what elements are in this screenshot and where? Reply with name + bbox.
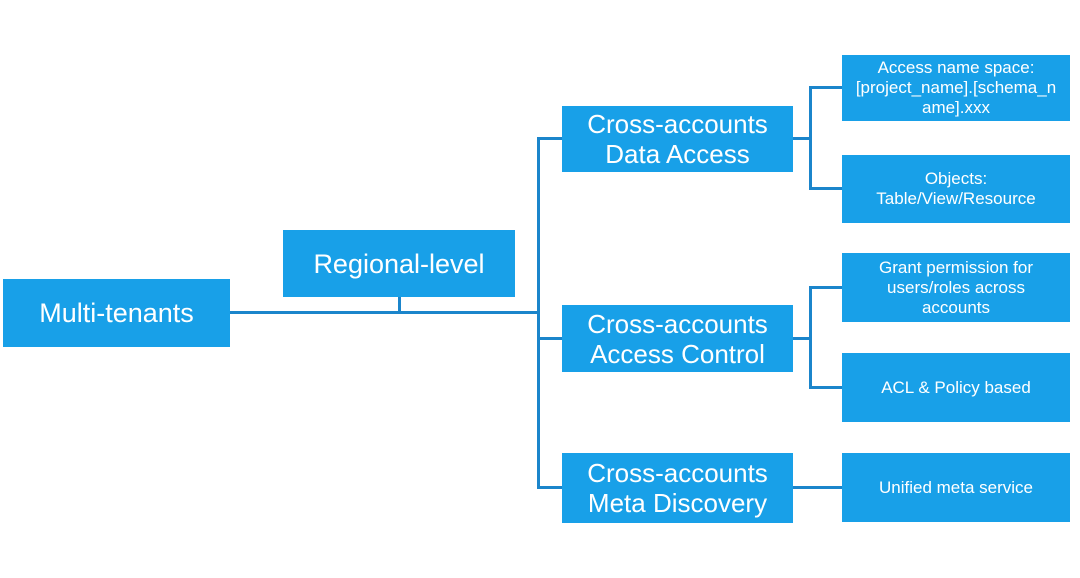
node-unified-meta-service-label: Unified meta service xyxy=(878,477,1033,497)
node-regional-level-label: Regional-level xyxy=(313,248,485,279)
connector-regional-tick xyxy=(398,296,401,314)
connector-branch-access-control xyxy=(537,337,563,340)
node-access-name-space: Access name space: [project_name].[schem… xyxy=(842,55,1070,121)
node-objects-label: Objects: Table/View/Resource xyxy=(876,169,1036,208)
node-acl-policy-based-label: ACL & Policy based xyxy=(881,377,1031,397)
node-unified-meta-service: Unified meta service xyxy=(842,453,1070,522)
node-grant-permission-label: Grant permission for users/roles across … xyxy=(879,257,1033,317)
connector-to-access-name-space xyxy=(809,86,842,89)
node-grant-permission: Grant permission for users/roles across … xyxy=(842,253,1070,322)
node-multi-tenants-label: Multi-tenants xyxy=(39,298,194,328)
connector-to-grant-permission xyxy=(809,286,842,289)
node-multi-tenants: Multi-tenants xyxy=(3,279,230,347)
connector-branch-data-access xyxy=(537,137,563,140)
connector-branch-meta-discovery xyxy=(537,486,563,489)
connector-to-objects xyxy=(809,187,842,190)
connector-to-unified-meta-service xyxy=(793,486,842,489)
node-access-name-space-label: Access name space: [project_name].[schem… xyxy=(855,58,1057,117)
connector-data-access-stub xyxy=(793,137,812,140)
connector-data-access-bracket xyxy=(809,86,812,190)
node-objects: Objects: Table/View/Resource xyxy=(842,155,1070,223)
node-cross-accounts-access-control-label: Cross-accounts Access Control xyxy=(587,308,768,369)
connector-root-to-trunk xyxy=(230,311,538,314)
node-cross-accounts-meta-discovery: Cross-accounts Meta Discovery xyxy=(562,453,793,523)
connector-to-acl-policy xyxy=(809,386,842,389)
node-cross-accounts-data-access: Cross-accounts Data Access xyxy=(562,106,793,172)
node-acl-policy-based: ACL & Policy based xyxy=(842,353,1070,422)
node-regional-level: Regional-level xyxy=(283,230,515,297)
node-cross-accounts-meta-discovery-label: Cross-accounts Meta Discovery xyxy=(587,458,768,518)
connector-access-control-bracket xyxy=(809,286,812,389)
node-cross-accounts-access-control: Cross-accounts Access Control xyxy=(562,305,793,372)
connector-access-control-stub xyxy=(793,337,812,340)
node-cross-accounts-data-access-label: Cross-accounts Data Access xyxy=(587,109,768,169)
connector-trunk-vertical xyxy=(537,137,540,489)
